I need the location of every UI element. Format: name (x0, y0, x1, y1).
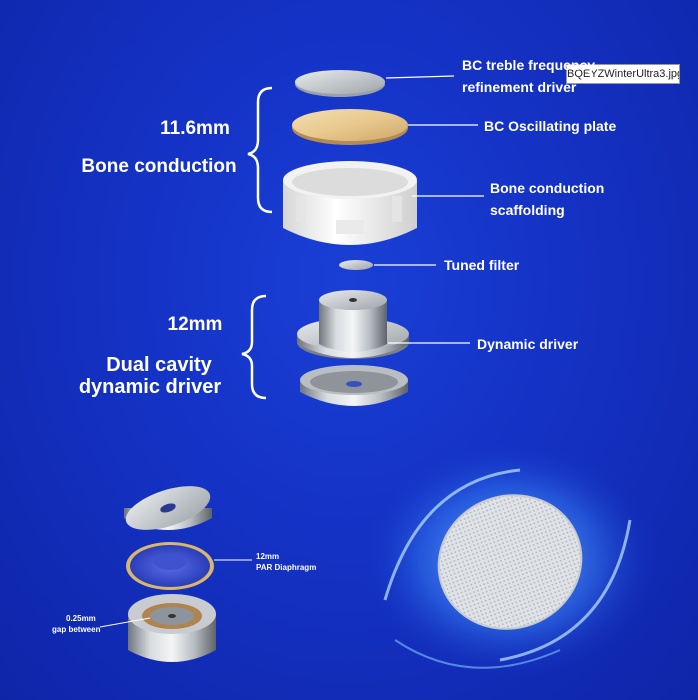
scaffold-label-2: scaffolding (490, 202, 565, 218)
file-name-tag: BQEYZWinterUltra3.jpg (566, 64, 680, 84)
gap-label-1: 0.25mm (66, 614, 96, 623)
gap-line (99, 617, 151, 628)
treble-label-2: refinement driver (462, 79, 577, 95)
driver-label: Dynamic driver (477, 336, 579, 352)
dynamic-brace (241, 294, 267, 400)
dynamic-group-title-2: dynamic driver (78, 376, 222, 398)
treble-label-1: BC treble frequency (462, 57, 596, 73)
bone-size: 11.6mm (160, 118, 230, 139)
treble-line (385, 75, 455, 79)
par-driver-exploded (124, 486, 216, 662)
bone-brace (247, 86, 273, 214)
dynamic-size: 12mm (167, 314, 223, 335)
scaffolding-ring (283, 161, 417, 245)
gap-label-2: gap between (52, 625, 101, 634)
filter-label: Tuned filter (444, 257, 520, 273)
mesh-filter-graphic (360, 440, 660, 680)
diaphragm-label-2: PAR Diaphragm (256, 563, 317, 572)
scaffold-label-1: Bone conduction (490, 180, 605, 196)
oscillating-plate (292, 109, 408, 145)
bone-group-title: Bone conduction (81, 156, 237, 177)
oscillating-label: BC Oscillating plate (484, 118, 617, 134)
dynamic-group-title-1: Dual cavity (106, 354, 212, 376)
diaphragm-label-1: 12mm (256, 552, 280, 561)
treble-driver-disc (295, 70, 385, 97)
tuned-filter (339, 260, 373, 270)
dynamic-driver-part (297, 290, 409, 406)
